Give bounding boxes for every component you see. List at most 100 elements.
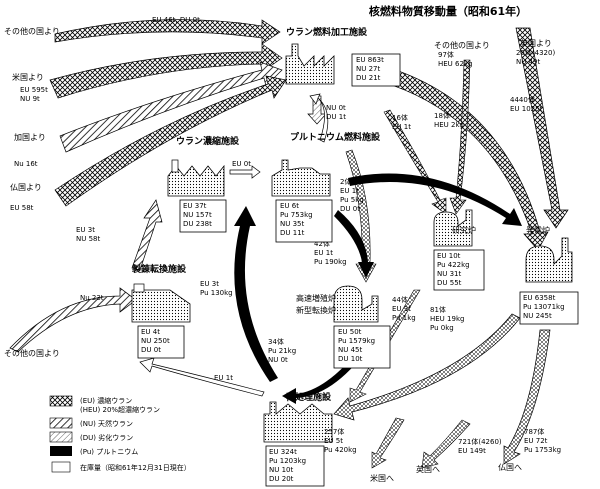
amount-fbr-eu: EU 1t [314,249,333,257]
amount-fbr-count: 42体 [314,239,330,248]
label-plutonium: プルトニウム燃料施設 [290,131,381,143]
amount-fab-du: DU 1t [326,113,346,121]
svg-text:Pu 753kg: Pu 753kg [280,211,313,219]
flow-arrow-other2-to-conversion [9,287,137,353]
facility-research-reactor [433,209,473,247]
facility-fast-breeder [333,285,379,323]
svg-text:EU 6358t: EU 6358t [523,294,556,302]
dest-france: 仏国へ [498,463,522,472]
source-other-right: その他の国より [434,40,490,50]
source-us: 米国より [12,72,44,82]
amount-other2-nu: Nu 23t [80,294,104,302]
inventory-enrichment: EU 37t NU 157t DU 238t [179,199,227,233]
svg-text:EU 863t: EU 863t [356,56,384,64]
svg-text:DU 238t: DU 238t [183,220,212,228]
svg-text:Pu 422kg: Pu 422kg [437,261,470,269]
legend-swatch-pu [50,446,72,456]
amount-other-right-count: 97体 [438,50,454,59]
amount-research-fbr-pu: Pu 1kg [392,314,416,322]
flow-arrow-other-to-fab [54,19,281,45]
amount-us-nu: NU 9t [20,95,40,103]
svg-text:EU 4t: EU 4t [141,328,160,336]
amount-out-eu: EU 5t [324,437,343,445]
svg-text:NU 245t: NU 245t [523,312,552,320]
amount-power-count: 81体 [430,305,446,314]
amount-out-count: 257体 [324,427,344,436]
flow-arrow-pu-to-reactors [348,173,522,226]
svg-text:NU 45t: NU 45t [338,346,362,354]
legend-eu-1: (EU) 濃縮ウラン [80,396,132,405]
svg-text:EU 50t: EU 50t [338,328,362,336]
amount-conv-pu-eu: EU 3t [200,280,219,288]
svg-text:NU 35t: NU 35t [280,220,304,228]
svg-text:NU 157t: NU 157t [183,211,212,219]
label-power: 発電炉 [526,225,550,235]
inventory-plutonium: EU 6t Pu 753kg NU 35t DU 11t [275,199,333,243]
amount-pu-pu: Pu 5kg [340,196,364,204]
diagram-title: 核燃料物質移動量（昭和61年） [369,4,527,18]
amount-uk-count: 25体(4320) [516,48,555,57]
legend-nu: (NU) 天然ウラン [80,419,133,428]
amount-pu-eu: EU 1t [340,187,359,195]
legend: (EU) 濃縮ウラン (HEU) 20%超濃縮ウラン (NU) 天然ウラン (D… [49,395,191,473]
flow-arrow-fab-to-research [383,109,447,215]
svg-text:DU 21t: DU 21t [356,74,381,82]
flow-arrow-to-us [371,417,405,469]
svg-text:EU 10t: EU 10t [437,252,461,260]
amount-fbr-pu: Pu 190kg [314,258,347,266]
svg-text:DU 0t: DU 0t [141,346,161,354]
flow-arrow-repro-to-pu [234,206,278,382]
amount-research-count: 16体 [392,113,408,122]
source-uk: 英国より [520,38,552,48]
svg-text:NU 10t: NU 10t [269,466,293,474]
svg-text:DU 11t: DU 11t [280,229,305,237]
amount-reactor-count: 4440体 [510,95,535,104]
amount-fr-out-count: 787体 [524,427,544,436]
label-fbr-1: 高速増殖炉 [296,293,336,303]
amount-canada: Nu 16t [14,160,38,168]
facility-power-reactor [525,237,573,283]
flow-arrow-france-to-fab [54,75,287,207]
legend-inventory: 在庫量（昭和61年12月31日現在） [80,463,191,472]
dest-uk: 英国へ [416,464,440,474]
label-reprocessing: 再処理施設 [286,391,332,403]
label-research: 研究炉 [452,225,476,235]
flow-amount-labels: EU 46t, DU 0t EU 595t NU 9t Nu 16t EU 58… [10,16,561,455]
amount-reactor-eu: EU 1025t [510,105,543,113]
flow-arrow-pu-to-fbr [334,210,374,278]
svg-text:Pu 1579kg: Pu 1579kg [338,337,375,345]
amount-research-eu: EU 1t [392,123,411,131]
inventory-fbr: EU 50t Pu 1579kg NU 45t DU 10t [333,325,391,369]
amount-heu: HEU 2kg [434,121,464,129]
amount-pu-du: DU 0t [340,205,360,213]
legend-swatch-du [49,431,73,443]
amount-conv-pu-pu: Pu 130kg [200,289,233,297]
flow-arrows [9,19,569,469]
flow-arrow-fab-to-pu [307,95,327,125]
svg-text:EU 6t: EU 6t [280,202,299,210]
source-other: その他の国より [4,26,60,36]
amount-other-right-heu: HEU 62kg [438,60,472,68]
amount-heu-count: 18体 [434,111,450,120]
amount-uk-nu: NU 49t [516,58,540,66]
svg-text:NU 250t: NU 250t [141,337,170,345]
facility-plutonium [271,159,331,197]
facility-enrichment [167,159,225,197]
amount-fr-out-eu: EU 72t [524,437,548,445]
source-canada: 加国より [14,132,46,142]
legend-eu-2: (HEU) 20%超濃縮ウラン [80,405,160,414]
label-conversion: 製錬転換施設 [131,263,187,275]
legend-swatch-nu [49,417,73,429]
inventory-conversion: EU 4t NU 250t DU 0t [137,325,185,359]
amount-repro-nu: NU 0t [268,356,288,364]
amount-france: EU 58t [10,204,34,212]
svg-text:EU 37t: EU 37t [183,202,207,210]
amount-power-pu: Pu 0kg [430,324,454,332]
amount-fr-out-pu: Pu 1753kg [524,446,561,454]
legend-swatch-eu [49,395,73,407]
amount-conv-nu: NU 58t [76,235,100,243]
facility-uranium-fab [285,43,335,85]
svg-text:EU 324t: EU 324t [269,448,297,456]
